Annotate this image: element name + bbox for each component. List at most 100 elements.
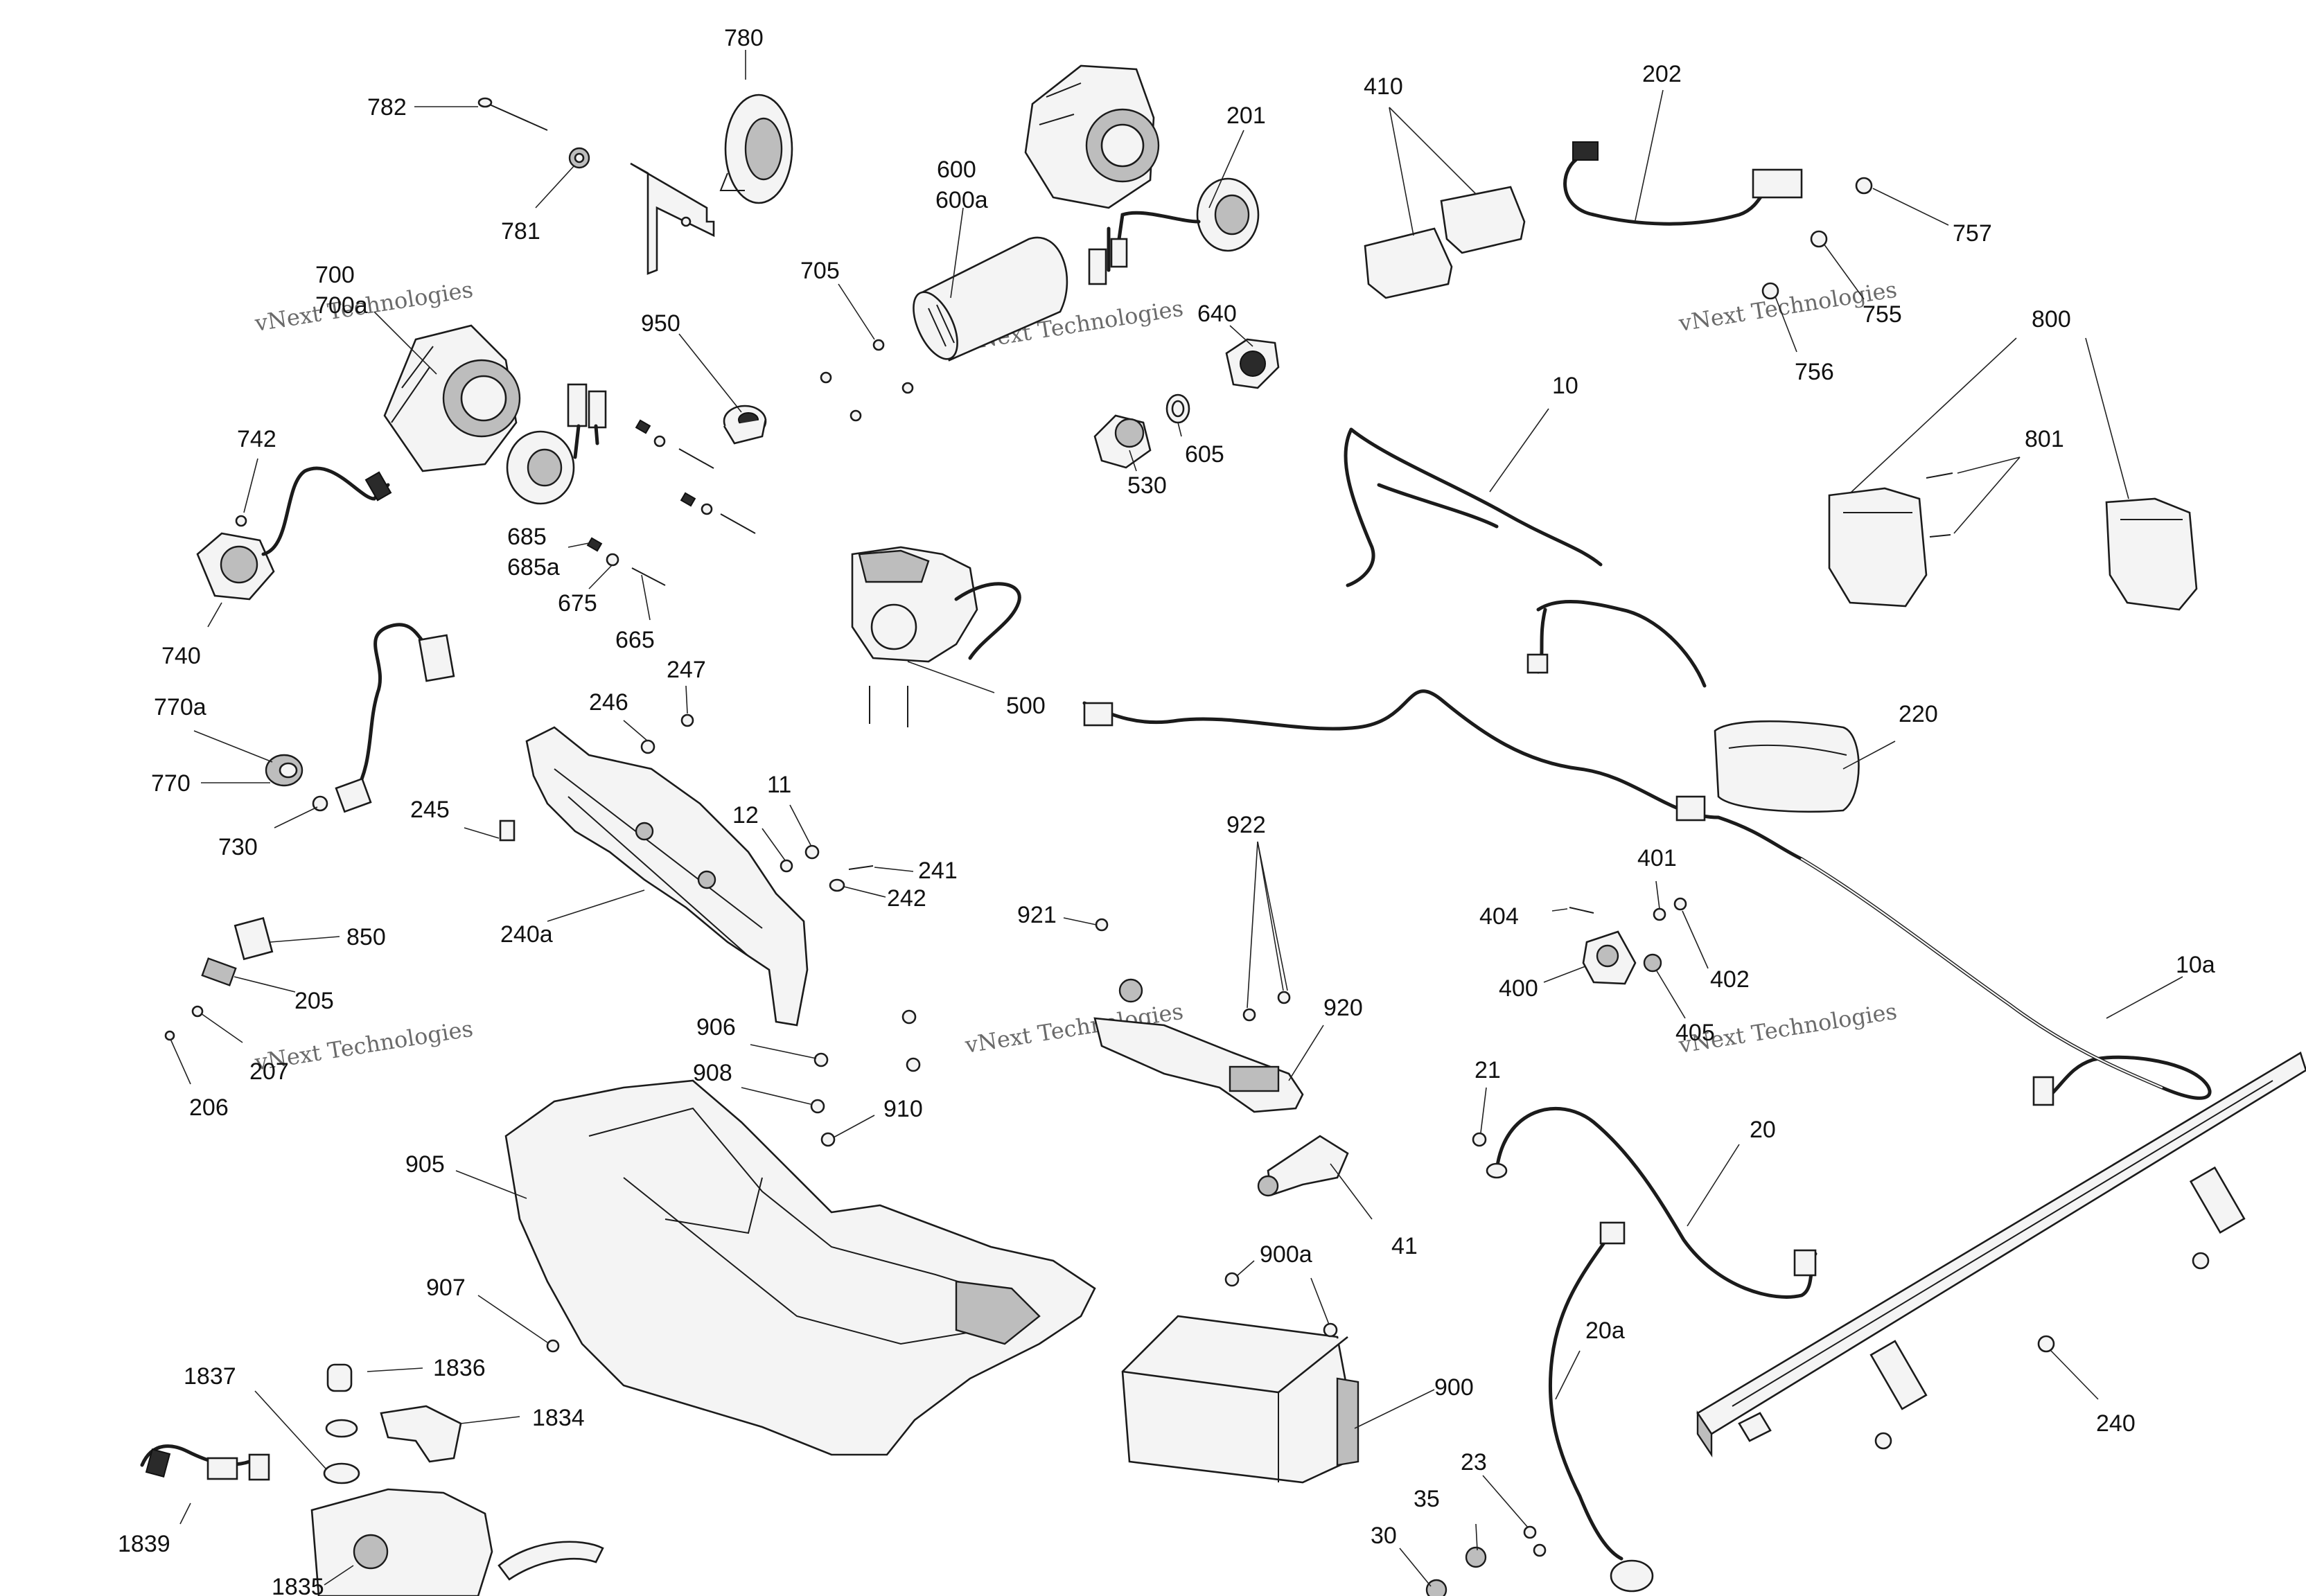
callout-404: 404 — [1479, 903, 1519, 930]
part-21-nut — [1472, 1132, 1487, 1147]
callout-906: 906 — [696, 1014, 736, 1040]
callout-242: 242 — [887, 885, 926, 912]
part-30-bolt — [1425, 1579, 1447, 1596]
callout-920: 920 — [1323, 995, 1363, 1021]
callout-770: 770 — [151, 770, 191, 797]
part-530-bulb — [1093, 414, 1152, 469]
part-10a-harness — [1082, 689, 2212, 1106]
part-908-washer — [906, 1057, 921, 1072]
callout-11: 11 — [767, 772, 791, 798]
callout-705: 705 — [800, 258, 840, 284]
callout-405: 405 — [1675, 1020, 1715, 1046]
callout-402: 402 — [1710, 966, 1750, 993]
callout-600: 600 — [937, 157, 976, 183]
part-246-washer — [640, 739, 655, 754]
callout-206: 206 — [189, 1094, 229, 1121]
part-922-screw — [1277, 991, 1291, 1004]
part-240-clip — [2192, 1252, 2210, 1270]
part-700-headlight — [383, 324, 607, 505]
part-900a-screw — [1224, 1272, 1240, 1287]
callout-757: 757 — [1953, 220, 1992, 247]
part-240a-bracket — [525, 726, 809, 1027]
part-921-grommet — [1118, 978, 1143, 1003]
part-756-fastener — [1761, 282, 1779, 300]
callout-801: 801 — [2025, 426, 2064, 452]
callout-207: 207 — [249, 1058, 289, 1085]
callout-530: 530 — [1127, 472, 1167, 499]
callout-605: 605 — [1185, 441, 1224, 468]
callout-21: 21 — [1475, 1057, 1501, 1083]
part-782-bolt — [477, 97, 548, 131]
callout-1835: 1835 — [272, 1574, 324, 1596]
callout-908: 908 — [693, 1060, 732, 1086]
callout-401: 401 — [1637, 845, 1677, 871]
part-202-harness — [1563, 141, 1803, 226]
callout-781: 781 — [501, 218, 540, 245]
part-600-cover — [913, 236, 1068, 362]
callout-220: 220 — [1899, 701, 1938, 727]
callout-35: 35 — [1414, 1486, 1440, 1512]
part-206-screw — [164, 1030, 175, 1041]
part-23-nut — [1533, 1543, 1547, 1557]
part-906-screw — [813, 1052, 829, 1067]
part-1834-plate — [380, 1405, 462, 1463]
part-240-clip — [2037, 1335, 2055, 1353]
callout-730: 730 — [218, 834, 258, 860]
callout-640: 640 — [1197, 301, 1237, 327]
part-1836-bolt — [326, 1363, 353, 1392]
callout-202: 202 — [1642, 61, 1682, 87]
callout-900: 900 — [1434, 1374, 1474, 1401]
callout-500: 500 — [1006, 693, 1046, 719]
part-220-cover — [1714, 720, 1860, 813]
part-605-ring — [1165, 393, 1190, 424]
part-247-screw — [680, 713, 694, 727]
part-780-horn — [719, 94, 793, 204]
part-1839-harness — [140, 1444, 270, 1481]
part-20-cable — [1486, 1106, 1817, 1299]
leader-lines — [170, 50, 2183, 1587]
part-780-bracket — [630, 162, 715, 275]
part-240-clip — [1874, 1432, 1892, 1450]
part-11-bolt — [804, 844, 820, 860]
part-405-nut — [1643, 953, 1662, 973]
part-705-screws — [820, 339, 914, 422]
callout-700: 700 — [315, 262, 355, 288]
part-410-relays — [1364, 186, 1526, 299]
part-900a-screw — [1323, 1322, 1338, 1338]
part-781-nut — [568, 147, 590, 169]
callout-755: 755 — [1863, 301, 1902, 328]
part-905-tray — [504, 1079, 1096, 1456]
callout-241: 241 — [918, 858, 958, 884]
callout-240a: 240a — [500, 921, 553, 948]
callout-600a: 600a — [935, 187, 988, 213]
callout-675: 675 — [558, 590, 597, 617]
part-20a-cable — [1548, 1221, 1654, 1593]
callout-782: 782 — [367, 94, 407, 121]
callout-685: 685 — [507, 524, 547, 550]
callout-10a: 10a — [2176, 952, 2215, 978]
callout-950: 950 — [641, 310, 680, 337]
part-401-washer — [1653, 907, 1666, 921]
part-950-switch — [723, 405, 767, 445]
part-12-washer — [780, 859, 793, 873]
callout-205: 205 — [294, 988, 334, 1014]
part-207-washer — [191, 1005, 204, 1018]
part-740-switch — [196, 466, 392, 601]
callout-20a: 20a — [1585, 1318, 1625, 1344]
callout-742: 742 — [237, 426, 276, 452]
callout-10: 10 — [1552, 373, 1578, 399]
part-245-clip — [499, 819, 516, 842]
callout-910: 910 — [883, 1096, 923, 1122]
callout-685a: 685a — [507, 554, 560, 580]
part-23-nut — [1523, 1525, 1537, 1539]
part-730-sensor — [265, 623, 455, 813]
part-755-fastener — [1810, 230, 1828, 248]
part-801-screw — [1926, 472, 1953, 479]
callout-20: 20 — [1750, 1117, 1776, 1143]
part-900-battery — [1121, 1315, 1359, 1484]
callout-921: 921 — [1017, 902, 1057, 928]
part-906-screw — [901, 1009, 917, 1025]
callout-1837: 1837 — [184, 1363, 236, 1390]
callout-905: 905 — [405, 1151, 445, 1178]
